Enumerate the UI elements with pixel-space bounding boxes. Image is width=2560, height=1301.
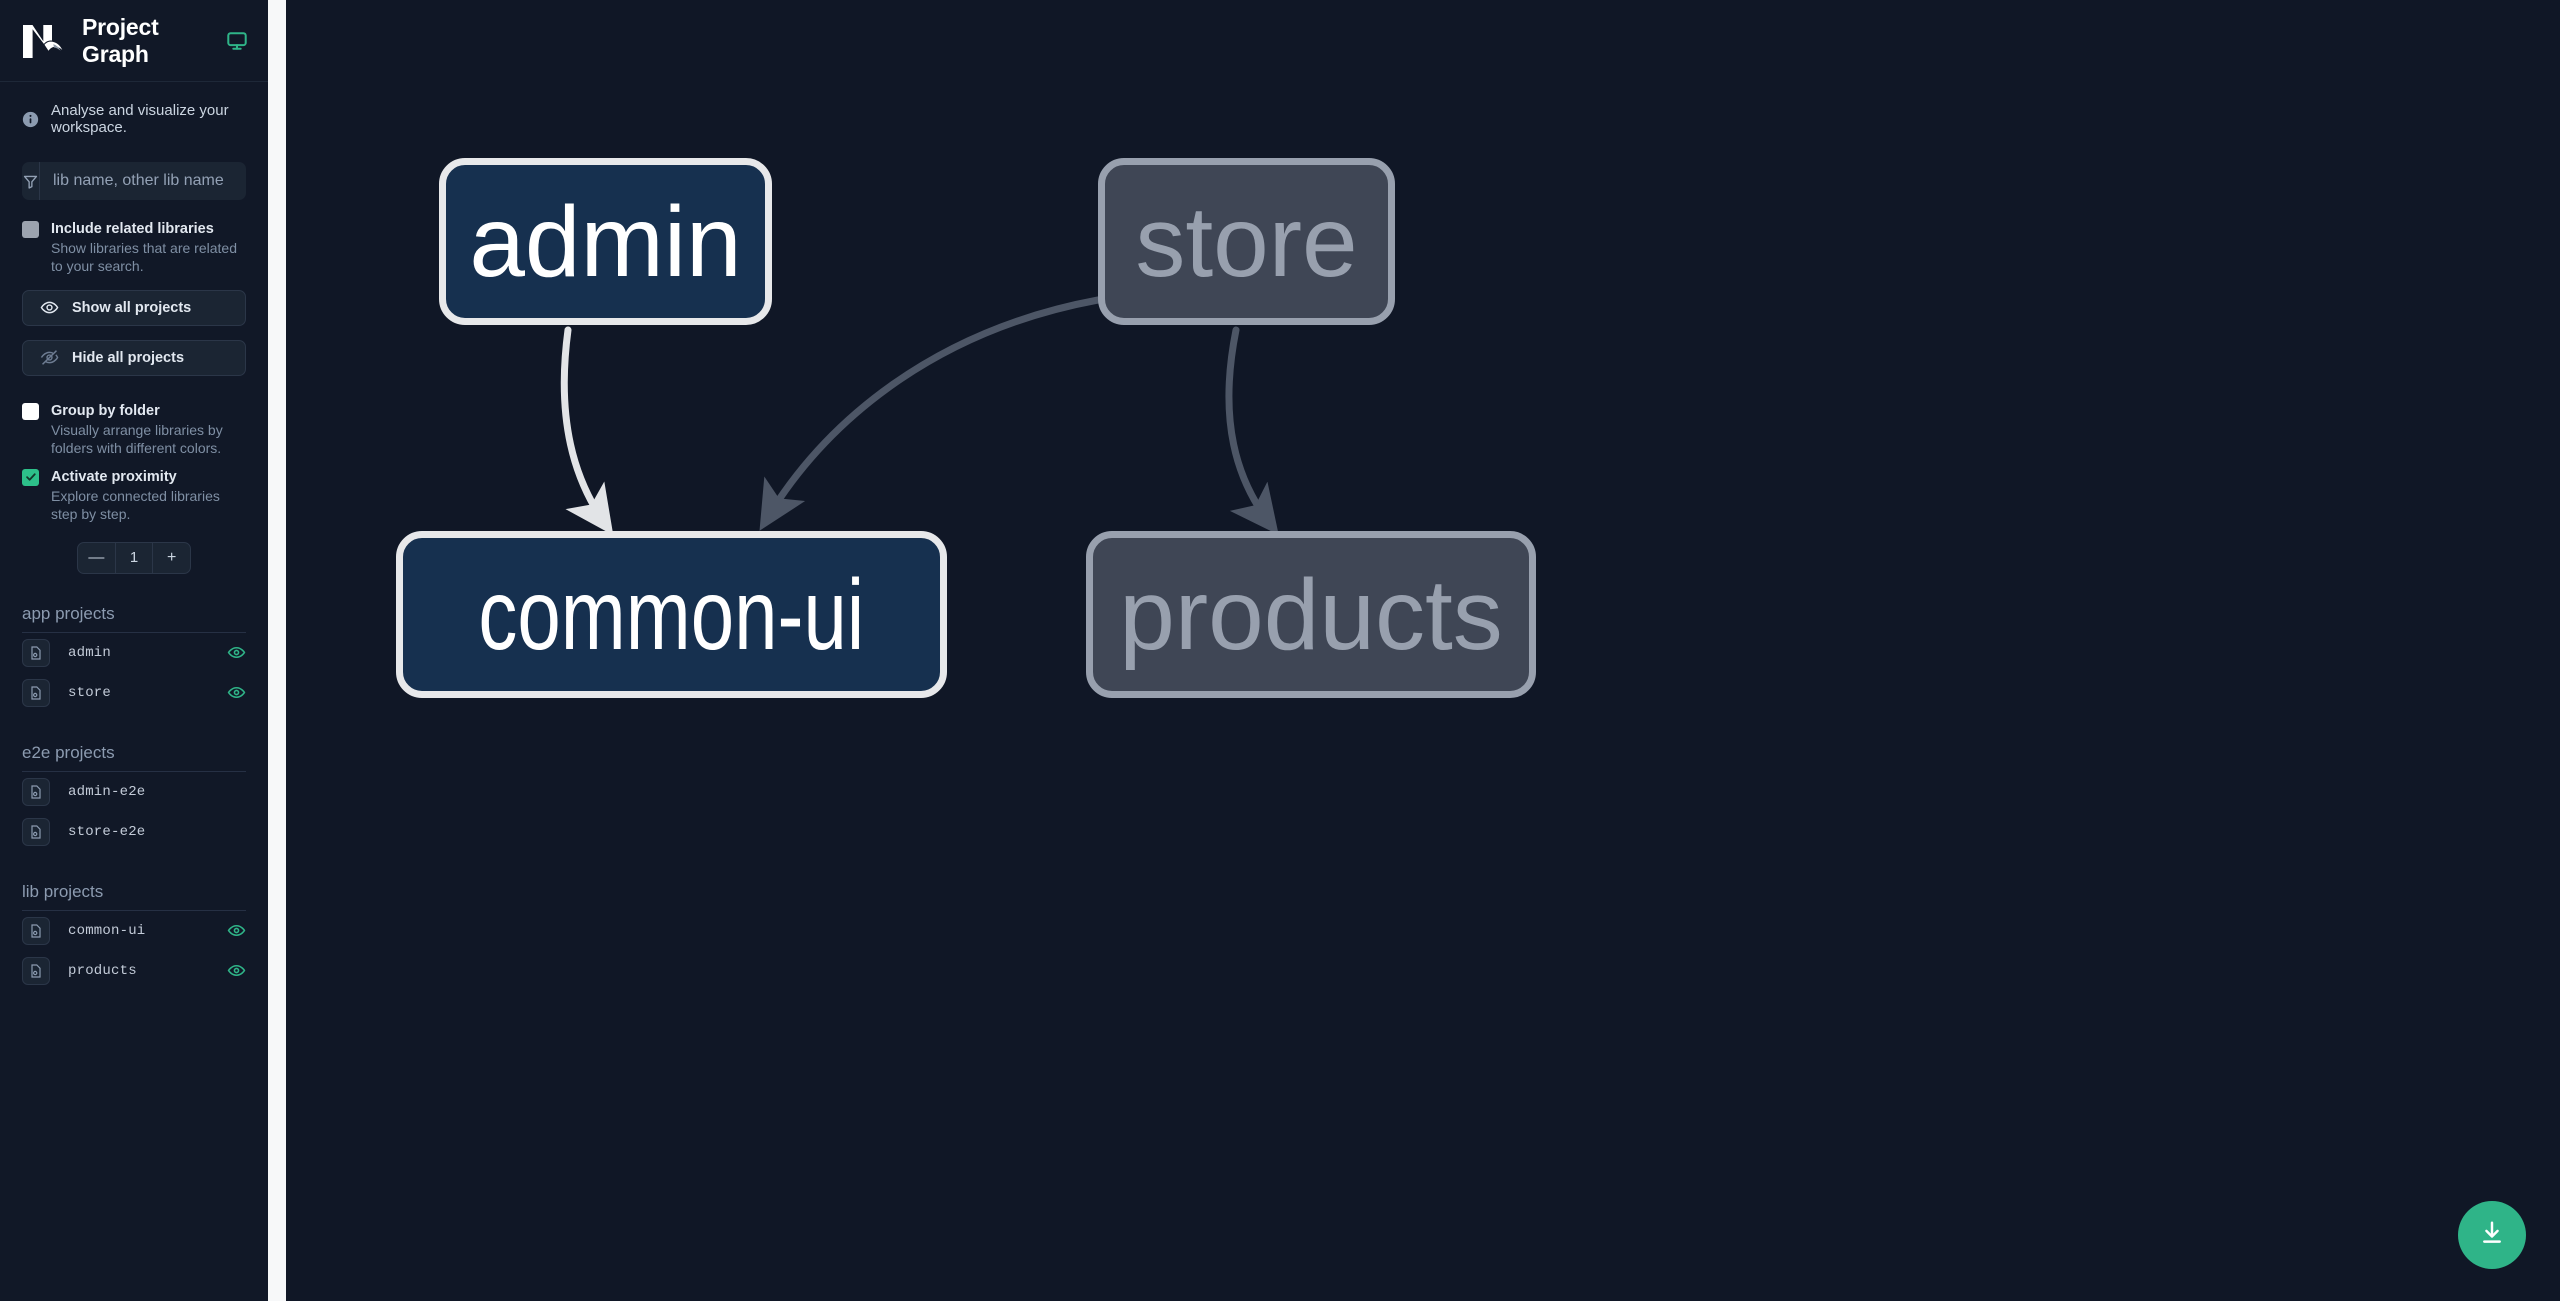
project-group-e2e-projects: e2e projects admin-e2e store-e2e (0, 743, 268, 852)
proximity-increment-button[interactable]: + (167, 548, 177, 566)
project-file-icon (22, 777, 50, 806)
option-title: Group by folder (51, 402, 160, 419)
option-description: Explore connected libraries step by step… (51, 488, 220, 522)
project-group-label: e2e projects (22, 743, 246, 772)
graph-node-label: common-ui (478, 558, 865, 671)
project-name: admin (68, 644, 112, 661)
monitor-icon[interactable] (226, 30, 248, 52)
graph-node-label: products (1119, 558, 1503, 671)
project-group-app-projects: app projects admin (0, 604, 268, 713)
edge-store-to-products (1225, 326, 1279, 535)
project-file-icon (22, 817, 50, 846)
search-input[interactable] (40, 162, 246, 200)
graph-node-label: store (1135, 185, 1358, 298)
project-name: store-e2e (68, 823, 146, 840)
sidebar-header: Project Graph (0, 0, 268, 82)
option-title: Activate proximity (51, 468, 177, 485)
proximity-decrement-button[interactable]: — (88, 548, 105, 566)
graph-node-store[interactable]: store (1098, 158, 1395, 325)
project-file-icon (22, 956, 50, 985)
hide-all-projects-label: Hide all projects (72, 349, 185, 366)
eye-icon (40, 298, 59, 317)
project-file-icon (22, 916, 50, 945)
project-row-store[interactable]: store (22, 673, 246, 713)
option-include-related-libraries[interactable]: Include related libraries Show libraries… (0, 200, 268, 276)
graph-node-admin[interactable]: admin (439, 158, 772, 325)
project-visibility-eye-icon[interactable] (227, 643, 246, 662)
graph-node-products[interactable]: products (1086, 531, 1536, 698)
project-visibility-eye-icon[interactable] (227, 683, 246, 702)
info-icon (22, 111, 39, 128)
funnel-icon (22, 162, 40, 200)
edge-store-to-common-ui (759, 296, 1102, 531)
download-icon (2478, 1219, 2506, 1252)
project-name: store (68, 684, 112, 701)
project-name: products (68, 962, 137, 979)
graph-canvas[interactable]: admin store common-ui products (286, 0, 2560, 1301)
option-title: Include related libraries (51, 221, 214, 237)
sidebar-tagline: Analyse and visualize your workspace. (0, 82, 268, 136)
eye-off-icon (40, 348, 59, 367)
project-row-admin[interactable]: admin (22, 633, 246, 673)
project-group-label: app projects (22, 604, 246, 633)
edge-admin-to-common-ui (560, 326, 614, 536)
proximity-value: 1 (114, 542, 154, 573)
project-group-label: lib projects (22, 882, 246, 911)
check-icon (25, 473, 36, 482)
project-row-common-ui[interactable]: common-ui (22, 911, 246, 951)
graph-node-common-ui[interactable]: common-ui (396, 531, 947, 698)
option-activate-proximity[interactable]: Activate proximity Explore connected lib… (0, 458, 268, 524)
project-file-icon (22, 638, 50, 667)
project-file-icon (22, 678, 50, 707)
search-box[interactable] (22, 162, 246, 200)
activate-proximity-checkbox[interactable] (22, 468, 39, 486)
project-name: common-ui (68, 922, 146, 939)
graph-node-label: admin (469, 185, 742, 298)
graph-edges (560, 296, 1279, 536)
option-group-by-folder[interactable]: Group by folder Visually arrange librari… (0, 382, 268, 458)
sidebar-tagline-text: Analyse and visualize your workspace. (51, 102, 229, 136)
project-visibility-eye-icon[interactable] (227, 961, 246, 980)
hide-all-projects-button[interactable]: Hide all projects (22, 339, 246, 376)
project-name: admin-e2e (68, 783, 146, 800)
project-row-products[interactable]: products (22, 951, 246, 991)
option-description: Visually arrange libraries by folders wi… (51, 422, 223, 456)
option-description: Show libraries that are related to your … (51, 240, 237, 275)
sidebar: Project Graph Analyse and visualize your… (0, 0, 268, 1301)
include-related-libraries-checkbox[interactable] (22, 221, 39, 238)
proximity-stepper[interactable]: — 1 + (77, 541, 191, 574)
show-all-projects-label: Show all projects (72, 299, 192, 316)
group-by-folder-checkbox[interactable] (22, 402, 39, 420)
page-title: Project Graph (82, 13, 159, 67)
project-row-store-e2e[interactable]: store-e2e (22, 812, 246, 852)
project-visibility-eye-icon[interactable] (227, 921, 246, 940)
nx-logo (20, 21, 66, 61)
show-all-projects-button[interactable]: Show all projects (22, 289, 246, 326)
project-group-lib-projects: lib projects common-ui (0, 882, 268, 991)
sidebar-resize-handle[interactable] (268, 0, 286, 1301)
project-row-admin-e2e[interactable]: admin-e2e (22, 772, 246, 812)
download-graph-button[interactable] (2458, 1201, 2526, 1269)
